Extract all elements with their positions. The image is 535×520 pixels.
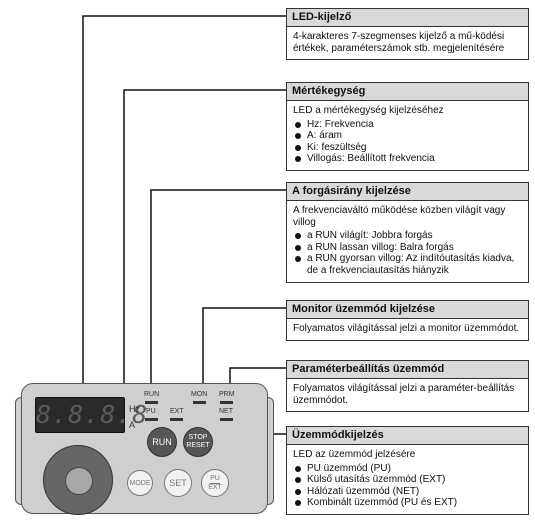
callout-rotation-direction: A forgásirány kijelzése A frekvenciavált…: [286, 182, 529, 283]
list-item: Hz: Frekvencia: [293, 119, 522, 131]
list-item: Külső utasítás üzemmód (EXT): [293, 474, 522, 486]
run-button[interactable]: RUN: [147, 427, 177, 457]
stop-reset-button[interactable]: STOP RESET: [183, 427, 213, 457]
ext-label: EXT: [208, 483, 222, 491]
operation-panel: 8.8.8.8 Hz A RUN MON PRM PU EXT NET RUN …: [15, 383, 274, 515]
list-item: Kombinált üzemmód (PU és EXT): [293, 497, 522, 509]
led-net-label: NET: [219, 408, 233, 415]
callout-parameter-mode: Paraméterbeállítás üzemmód Folyamatos vi…: [286, 360, 529, 413]
led-run: [145, 401, 158, 404]
seven-segment-display: 8.8.8.8: [35, 397, 147, 433]
connector-rotation: [145, 189, 286, 399]
list-item: Villogás: Beállított frekvencia: [293, 153, 522, 165]
reset-label: RESET: [186, 442, 210, 449]
unit-hz-label: Hz: [129, 404, 140, 414]
callout-text: Folyamatos világítással jelzi a monitor …: [293, 323, 520, 334]
list-item: a RUN világít: Jobbra forgás: [293, 230, 522, 242]
callout-operation-mode: Üzemmódkijelzés LED az üzemmód jelzésére…: [286, 426, 529, 515]
run-button-label: RUN: [152, 437, 172, 447]
callout-title: LED-kijelző: [287, 9, 528, 27]
led-mon: [193, 401, 206, 404]
mode-button-label: MODE: [129, 479, 151, 487]
list-item: a RUN gyorsan villog: Az indítóutasítás …: [293, 253, 522, 276]
list-item: Ki: feszültség: [293, 142, 522, 154]
unit-a-label: A: [129, 420, 136, 430]
bullet-list: PU üzemmód (PU) Külső utasítás üzemmód (…: [293, 463, 522, 509]
led-pu: [145, 418, 158, 421]
callout-text: LED az üzemmód jelzésére: [293, 449, 416, 460]
led-mon-label: MON: [191, 391, 208, 398]
callout-title: Üzemmódkijelzés: [287, 427, 528, 445]
callout-led-display: LED-kijelző 4-karakteres 7-szegmenses ki…: [286, 8, 529, 61]
callout-text: 4-karakteres 7-szegmenses kijelző a mű-k…: [293, 31, 505, 54]
bullet-list: a RUN világít: Jobbra forgás a RUN lassa…: [293, 230, 522, 276]
stop-label: STOP: [188, 434, 208, 441]
callout-title: Monitor üzemmód kijelzése: [287, 301, 528, 319]
callout-unit: Mértékegység LED a mértékegység kijelzés…: [286, 82, 529, 171]
connector-monitor: [197, 307, 286, 397]
set-button-label: SET: [169, 478, 187, 488]
led-ext-label: EXT: [170, 408, 184, 415]
connector-led-display: [77, 15, 286, 399]
led-prm: [220, 401, 233, 404]
led-prm-label: PRM: [219, 391, 235, 398]
callout-text: A frekvenciaváltó működése közben világí…: [293, 205, 506, 228]
callout-title: A forgásirány kijelzése: [287, 183, 528, 201]
dial-center: [65, 467, 93, 495]
set-button[interactable]: SET: [164, 469, 192, 497]
list-item: PU üzemmód (PU): [293, 463, 522, 475]
led-net: [220, 418, 233, 421]
mode-button[interactable]: MODE: [127, 470, 153, 496]
led-run-label: RUN: [144, 391, 160, 398]
callout-text: LED a mértékegység kijelzéséhez: [293, 105, 444, 116]
led-ext: [170, 418, 183, 421]
bullet-list: Hz: Frekvencia A: áram Ki: feszültség Vi…: [293, 119, 522, 165]
list-item: a RUN lassan villog: Balra forgás: [293, 242, 522, 254]
connector-unit: [118, 89, 286, 401]
setting-dial[interactable]: [43, 445, 113, 515]
callout-text: Folyamatos világítással jelzi a paraméte…: [293, 383, 515, 406]
pu-ext-button[interactable]: PU EXT: [201, 469, 229, 497]
list-item: Hálózati üzemmód (NET): [293, 486, 522, 498]
callout-monitor-mode: Monitor üzemmód kijelzése Folyamatos vil…: [286, 300, 529, 341]
callout-title: Paraméterbeállítás üzemmód: [287, 361, 528, 379]
pu-label: PU: [210, 474, 220, 484]
led-pu-label: PU: [146, 408, 156, 415]
callout-title: Mértékegység: [287, 83, 528, 101]
list-item: A: áram: [293, 130, 522, 142]
